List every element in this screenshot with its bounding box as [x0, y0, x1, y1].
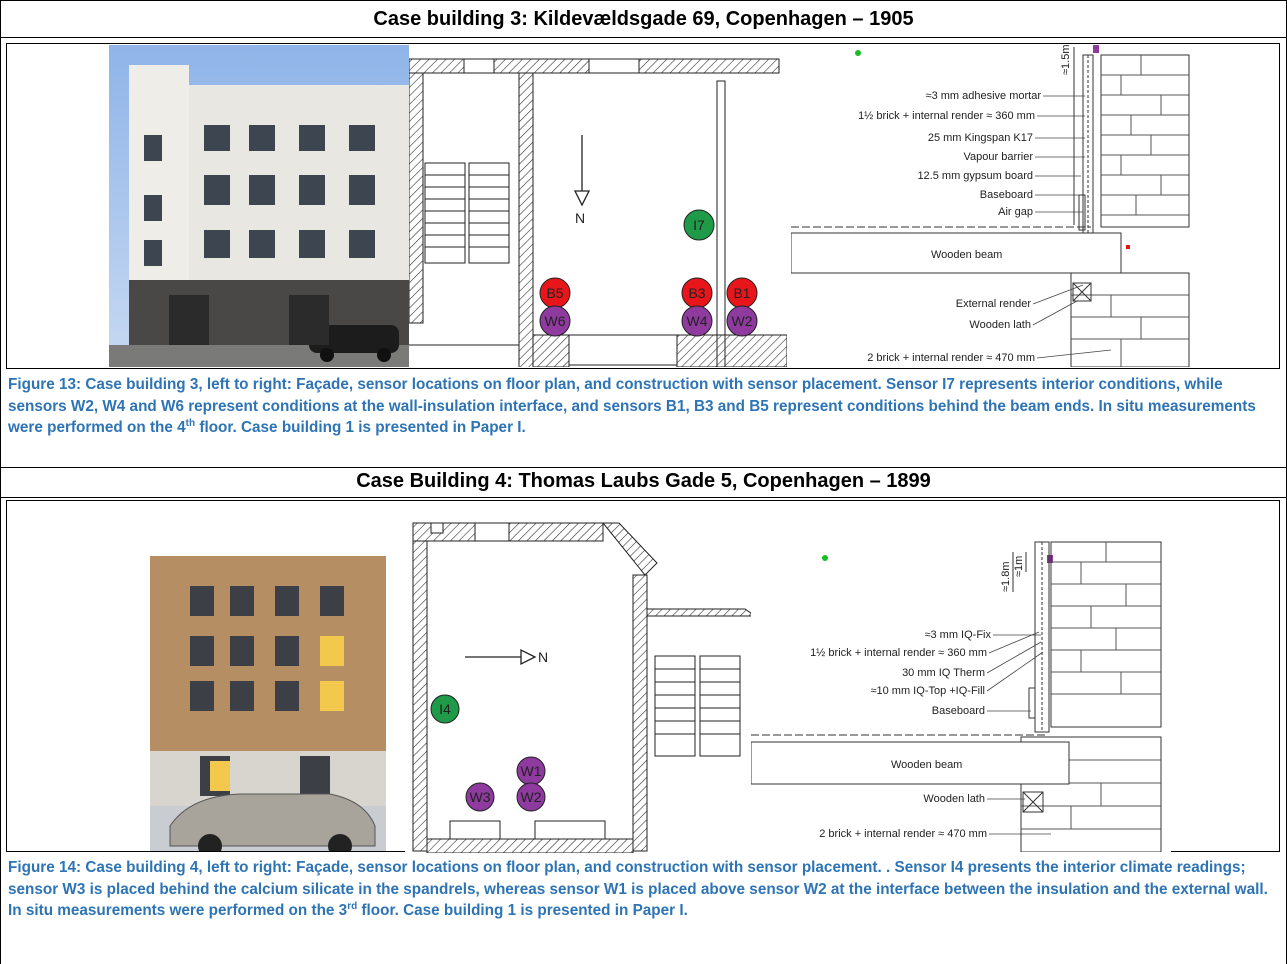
north-arrow-head — [520, 648, 537, 666]
layer-label: Air gap — [998, 206, 1033, 218]
case4-construction-section: ≈1.8m ≈1m ≈3 mm IQ-Fix 1½ brick + intern… — [751, 502, 1171, 852]
layer-label: Baseboard — [932, 705, 985, 717]
layer-label: Vapour barrier — [964, 151, 1034, 163]
layer-label: 2 brick + internal render ≈ 470 mm — [867, 352, 1035, 364]
layer-label: External render — [956, 298, 1032, 310]
sensor-label: W1 — [521, 763, 542, 779]
sensor-label: I4 — [439, 701, 451, 717]
layer-label: 1½ brick + internal render ≈ 360 mm — [810, 647, 987, 659]
table-border — [0, 467, 1287, 468]
sensor-label: W2 — [521, 789, 542, 805]
table-border-left — [0, 0, 1, 964]
layer-label: 1½ brick + internal render ≈ 360 mm — [858, 110, 1035, 122]
sensor-marker — [465, 782, 495, 812]
sensor-label: B5 — [546, 285, 563, 301]
caption-text: Figure 13: Case building 3, left to righ… — [8, 376, 1256, 436]
beam-label: Wooden beam — [891, 759, 962, 771]
sensor-label: B3 — [688, 285, 705, 301]
case3-construction-section: ≈1.5m ≈3 mm adhesive mortar 1½ brick + i… — [791, 45, 1191, 367]
sensor-dot — [822, 555, 828, 561]
case4-caption: Figure 14: Case building 4, left to righ… — [8, 857, 1280, 922]
sensor-dot — [1093, 45, 1099, 53]
layer-label: 30 mm IQ Therm — [902, 667, 985, 679]
case4-facade-photo — [150, 556, 386, 851]
caption-text: floor. Case building 1 is presented in P… — [195, 419, 526, 436]
case4-floor-plan: N I4 W1 W3 W2 — [405, 501, 755, 853]
sensor-label: W3 — [470, 789, 491, 805]
sensor-marker — [539, 305, 571, 337]
layer-label: 2 brick + internal render ≈ 470 mm — [819, 828, 987, 840]
caption-text: Figure 14: Case building 4, left to righ… — [8, 859, 1268, 919]
caption-text: floor. Case building 1 is presented in P… — [357, 902, 688, 919]
dimension-label: ≈1.8m — [1000, 562, 1012, 593]
layer-label: Wooden lath — [923, 793, 985, 805]
sensor-label: W4 — [687, 313, 708, 329]
sensor-dot — [1047, 555, 1053, 563]
layer-label: 25 mm Kingspan K17 — [928, 132, 1033, 144]
north-arrow-head — [573, 190, 591, 207]
case3-floor-plan: N I7 B5 W6 B3 W4 B1 W2 — [409, 45, 787, 367]
sensor-marker — [726, 305, 758, 337]
caption-superscript: th — [185, 417, 196, 429]
sensor-marker — [516, 782, 546, 812]
table-border — [0, 497, 1287, 498]
layer-label: Wooden lath — [969, 319, 1031, 331]
layer-label: ≈3 mm IQ-Fix — [924, 629, 991, 641]
case3-caption: Figure 13: Case building 3, left to righ… — [8, 374, 1280, 439]
sensor-dot — [1126, 245, 1130, 249]
case4-title: Case Building 4: Thomas Laubs Gade 5, Co… — [356, 470, 931, 492]
table-border-top — [0, 0, 1287, 1]
north-label: N — [538, 649, 548, 665]
case4-figure: N I4 W1 W3 W2 — [6, 500, 1280, 853]
dimension-label: ≈1.5m — [1060, 45, 1072, 75]
layer-label: ≈10 mm IQ-Top +IQ-Fill — [870, 685, 985, 697]
sensor-label: B1 — [733, 285, 750, 301]
case3-title: Case building 3: Kildevældsgade 69, Cope… — [373, 8, 914, 30]
layer-label: Baseboard — [980, 189, 1033, 201]
table-border — [0, 37, 1287, 38]
layer-label: ≈3 mm adhesive mortar — [926, 90, 1042, 102]
sensor-label: W6 — [545, 313, 566, 329]
sensor-label: W2 — [732, 313, 753, 329]
layer-label: 12.5 mm gypsum board — [917, 170, 1033, 182]
dimension-label: ≈1m — [1013, 556, 1025, 577]
sensor-marker — [683, 209, 715, 241]
sensor-marker — [430, 694, 460, 724]
case3-facade-photo — [109, 45, 409, 367]
beam-label: Wooden beam — [931, 249, 1002, 261]
caption-superscript: rd — [347, 900, 358, 912]
sensor-dot — [855, 50, 861, 56]
north-label: N — [575, 210, 585, 226]
case3-figure: N I7 B5 W6 B3 W4 B1 W2 — [6, 43, 1280, 369]
sensor-label: I7 — [693, 217, 705, 233]
sensor-marker — [681, 305, 713, 337]
